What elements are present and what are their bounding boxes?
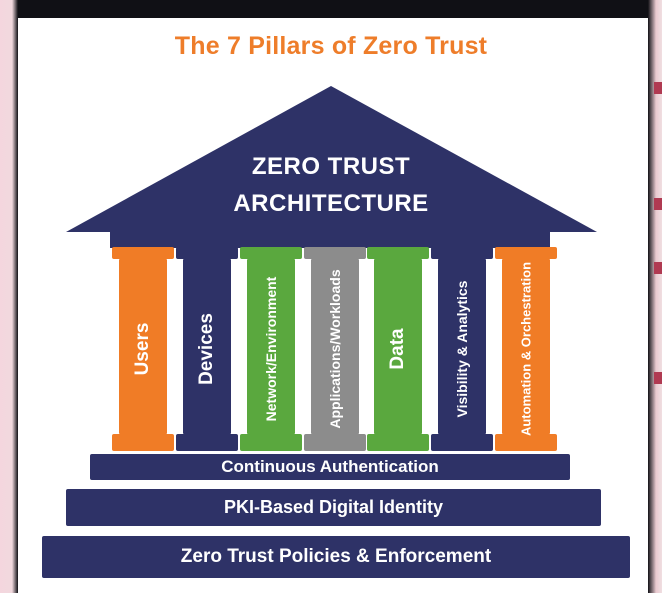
roof-triangle [66,86,597,232]
pillar-cap [112,247,174,259]
pillar-cap [176,247,238,259]
pillar-label: Automation & Orchestration [518,261,534,437]
edge-stripe [654,262,662,274]
roof-text-line1: ZERO TRUST [251,153,411,180]
pillar-cap [367,247,429,259]
pillar-cap [431,247,493,259]
foundation-step-policies-enforcement: Zero Trust Policies & Enforcement [42,536,630,578]
pillar-network-environment: Network/Environment [240,247,302,451]
pillar-shaft [183,259,231,434]
pillar-label: Devices [196,313,217,385]
pillar-cap [240,247,302,259]
roof-text-line2: ARCHITECTURE [233,190,429,217]
pillar-label: Data [387,328,408,370]
pillar-devices: Devices [176,247,238,451]
architrave [110,231,550,248]
pillar-automation-orchestration: Automation & Orchestration [495,247,557,451]
foundation-step-continuous-authentication: Continuous Authentication [90,454,570,480]
pillar-base [240,434,302,451]
pillar-shaft [502,259,550,434]
pillar-label: Network/Environment [263,276,279,422]
pillar-label: Visibility & Analytics [454,280,470,418]
pillar-visibility-analytics: Visibility & Analytics [431,247,493,451]
pillar-data: Data [367,247,429,451]
pillar-shaft [374,259,422,434]
pillar-base [304,434,366,451]
pillar-shaft [311,259,359,434]
pillar-applications-workloads: Applications/Workloads [304,247,366,451]
pillar-shaft [119,259,167,434]
edge-stripe [654,372,662,384]
pillar-base [176,434,238,451]
pillar-cap [495,247,557,259]
pillar-base [495,434,557,451]
foundation-step-pki-digital-identity: PKI-Based Digital Identity [66,489,601,526]
pillar-shaft [247,259,295,434]
roof [66,86,597,248]
pillar-base [112,434,174,451]
edge-stripe [654,82,662,94]
pillar-base [431,434,493,451]
edge-stripe [654,198,662,210]
pillar-label: Users [132,322,153,376]
pillar-cap [304,247,366,259]
diagram-title: The 7 Pillars of Zero Trust [174,32,488,60]
pillar-users: Users [112,247,174,451]
pillar-label: Applications/Workloads [327,269,343,429]
pillar-shaft [438,259,486,434]
pillar-base [367,434,429,451]
